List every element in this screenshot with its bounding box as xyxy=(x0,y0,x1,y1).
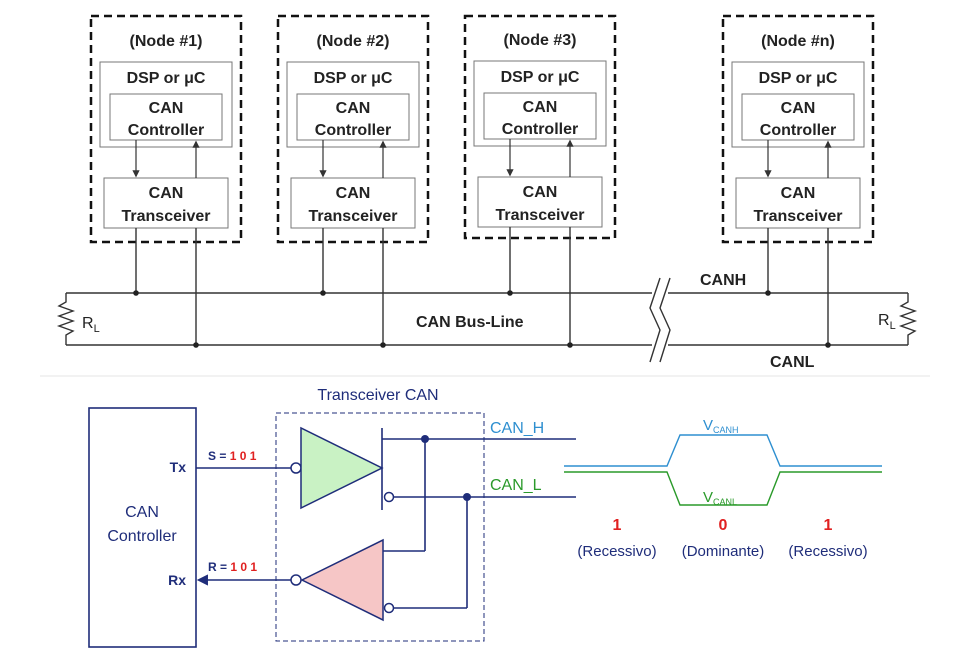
tx-pin-label: Tx xyxy=(170,459,187,475)
bit-state-3: 1 xyxy=(824,517,833,534)
state-label-2: (Dominante) xyxy=(682,543,765,560)
canh-label: CANH xyxy=(700,272,746,289)
rx-inverter-bubble xyxy=(290,574,302,586)
dsp-label: DSP or μC xyxy=(127,70,206,87)
node-frame xyxy=(89,14,243,244)
can-transceiver-box xyxy=(735,177,861,229)
bus-break-mark xyxy=(659,277,671,363)
bit-state-1: 1 xyxy=(613,517,622,534)
controller-label-1: CAN xyxy=(781,100,816,117)
node-frame xyxy=(276,14,430,244)
transceiver-label-2: Transceiver xyxy=(496,207,585,224)
can-controller-box xyxy=(296,93,410,141)
node-title: (Node #1) xyxy=(130,33,203,50)
can-controller-block xyxy=(88,407,197,648)
transceiver-label-2: Transceiver xyxy=(754,208,843,225)
can-bus-lines xyxy=(56,227,918,363)
bus-line-label: CAN Bus-Line xyxy=(416,314,524,331)
transceiver-label-2: Transceiver xyxy=(122,208,211,225)
dsp-label: DSP or μC xyxy=(501,69,580,86)
right-resistor-label: RL xyxy=(878,312,896,332)
controller-label-1: CAN xyxy=(149,100,184,117)
can-l-inverter-bubble xyxy=(383,491,395,503)
transceiver-label-1: CAN xyxy=(523,184,558,201)
driver-amplifier xyxy=(300,426,384,510)
can-controller-box xyxy=(741,93,855,141)
can-l-label: CAN_L xyxy=(490,477,542,494)
controller-label-2: Controller xyxy=(315,122,391,139)
controller-label-2: Controller xyxy=(128,122,204,139)
can-controller-label-1: CAN xyxy=(125,504,159,521)
right-termination-resistor xyxy=(898,293,918,345)
can-controller-label-2: Controller xyxy=(107,528,177,545)
bus-junction-dots xyxy=(133,290,831,348)
can-transceiver-box xyxy=(103,177,229,229)
node-2: (Node #2) DSP or μC CAN Controller CAN T… xyxy=(276,14,430,244)
transceiver-label-1: CAN xyxy=(336,185,371,202)
transceiver-label-1: CAN xyxy=(149,185,184,202)
vcanl-waveform xyxy=(564,471,882,506)
node-title: (Node #n) xyxy=(761,33,835,50)
can-controller-box xyxy=(483,92,597,140)
can-transceiver-box xyxy=(290,177,416,229)
state-label-1: (Recessivo) xyxy=(577,543,656,560)
can-waveform xyxy=(564,434,882,506)
r-bits-label: R = 1 0 1 xyxy=(208,560,257,574)
node-n: (Node #n) DSP or μC CAN Controller CAN T… xyxy=(721,14,875,244)
transceiver-label-1: CAN xyxy=(781,185,816,202)
can-h-label: CAN_H xyxy=(490,420,544,437)
controller-label-2: Controller xyxy=(502,121,578,138)
transceiver-frame xyxy=(275,412,485,642)
node-1: (Node #1) DSP or μC CAN Controller CAN T… xyxy=(89,14,243,244)
canl-label: CANL xyxy=(770,354,815,371)
bit-state-2: 0 xyxy=(719,517,728,534)
can-transceiver-box xyxy=(477,176,603,228)
receiver-inverter-bubble xyxy=(383,602,395,614)
s-bits-label: S = 1 0 1 xyxy=(208,449,257,463)
node-title: (Node #3) xyxy=(504,32,577,49)
vcanl-label: VCANL xyxy=(703,489,737,507)
vcanh-label: VCANH xyxy=(703,417,739,435)
dsp-label: DSP or μC xyxy=(314,70,393,87)
node-frame xyxy=(463,14,617,240)
bus-break-mark xyxy=(649,277,661,363)
vcanh-waveform xyxy=(564,434,882,467)
dsp-label: DSP or μC xyxy=(759,70,838,87)
node-title: (Node #2) xyxy=(317,33,390,50)
rx-pin-label: Rx xyxy=(168,572,186,588)
receiver-amplifier xyxy=(300,538,384,622)
left-termination-resistor xyxy=(56,293,76,345)
controller-transceiver-arrows xyxy=(132,139,832,178)
node-3: (Node #3) DSP or μC CAN Controller CAN T… xyxy=(463,14,617,240)
can-controller-box xyxy=(109,93,223,141)
left-resistor-label: RL xyxy=(82,315,100,335)
state-label-3: (Recessivo) xyxy=(788,543,867,560)
controller-label-1: CAN xyxy=(336,100,371,117)
tx-inverter-bubble xyxy=(290,462,302,474)
transceiver-label-2: Transceiver xyxy=(309,208,398,225)
node-frame xyxy=(721,14,875,244)
controller-label-2: Controller xyxy=(760,122,836,139)
controller-label-1: CAN xyxy=(523,99,558,116)
transceiver-title: Transceiver CAN xyxy=(317,387,438,404)
